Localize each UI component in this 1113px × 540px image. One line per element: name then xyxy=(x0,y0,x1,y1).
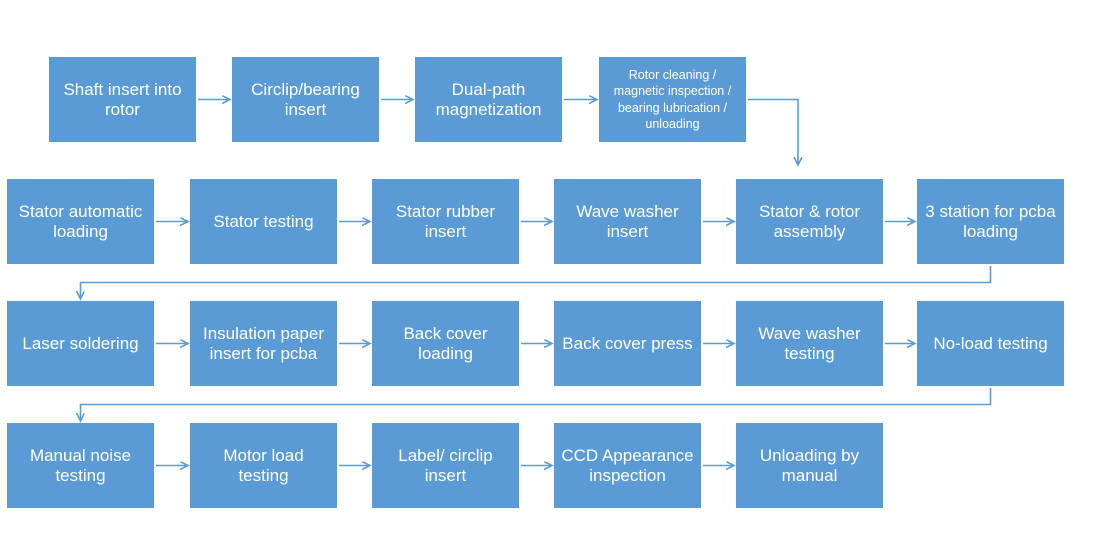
step-label: Stator automatic loading xyxy=(18,201,143,241)
step-stator-rubber-insert: Stator rubber insert xyxy=(372,179,519,264)
step-label: Label/ circlip insert xyxy=(398,445,493,485)
step-label: CCD Appearance inspection xyxy=(561,445,694,485)
step-stator-rotor-assembly: Stator & rotor assembly xyxy=(736,179,883,264)
step-label: Laser soldering xyxy=(22,333,139,353)
connector-s16-s17 xyxy=(81,388,992,420)
step-dual-path-magnetization: Dual-path magnetization xyxy=(415,57,562,142)
step-label: 3 station for pcba loading xyxy=(925,201,1056,241)
step-label-circlip-insert: Label/ circlip insert xyxy=(372,423,519,508)
step-circlip-bearing-insert: Circlip/bearing insert xyxy=(232,57,379,142)
step-label: Manual noise testing xyxy=(29,445,132,485)
step-pcba-loading: 3 station for pcba loading xyxy=(917,179,1064,264)
step-label: Wave washer insert xyxy=(576,201,679,241)
step-wave-washer-insert: Wave washer insert xyxy=(554,179,701,264)
connector-group xyxy=(81,98,992,466)
connector-s4-s9 xyxy=(748,98,798,165)
step-laser-soldering: Laser soldering xyxy=(7,301,154,386)
step-label: Shaft insert into rotor xyxy=(63,79,182,119)
step-ccd-appearance-inspection: CCD Appearance inspection xyxy=(554,423,701,508)
step-label: Stator & rotor assembly xyxy=(758,201,861,241)
step-label: Wave washer testing xyxy=(758,323,861,363)
step-label: Unloading by manual xyxy=(759,445,860,485)
step-rotor-cleaning: Rotor cleaning / magnetic inspection / b… xyxy=(599,57,746,142)
step-back-cover-loading: Back cover loading xyxy=(372,301,519,386)
step-stator-testing: Stator testing xyxy=(190,179,337,264)
step-label: Stator rubber insert xyxy=(395,201,496,241)
step-label: Insulation paper insert for pcba xyxy=(203,323,324,363)
step-label: No-load testing xyxy=(933,333,1048,353)
step-no-load-testing: No-load testing xyxy=(917,301,1064,386)
step-label: Back cover loading xyxy=(403,323,488,363)
step-label: Stator testing xyxy=(213,211,314,231)
step-unloading-by-manual: Unloading by manual xyxy=(736,423,883,508)
step-shaft-insert: Shaft insert into rotor xyxy=(49,57,196,142)
step-label: Motor load testing xyxy=(223,445,304,485)
step-motor-load-testing: Motor load testing xyxy=(190,423,337,508)
step-wave-washer-testing: Wave washer testing xyxy=(736,301,883,386)
step-label: Rotor cleaning / magnetic inspection / b… xyxy=(613,68,732,131)
step-manual-noise-testing: Manual noise testing xyxy=(7,423,154,508)
step-label: Dual-path magnetization xyxy=(435,79,542,119)
step-insulation-paper-insert: Insulation paper insert for pcba xyxy=(190,301,337,386)
step-back-cover-press: Back cover press xyxy=(554,301,701,386)
step-label: Back cover press xyxy=(562,333,693,353)
step-label: Circlip/bearing insert xyxy=(251,79,360,119)
step-stator-automatic-loading: Stator automatic loading xyxy=(7,179,154,264)
connector-s10-s11 xyxy=(81,266,992,298)
